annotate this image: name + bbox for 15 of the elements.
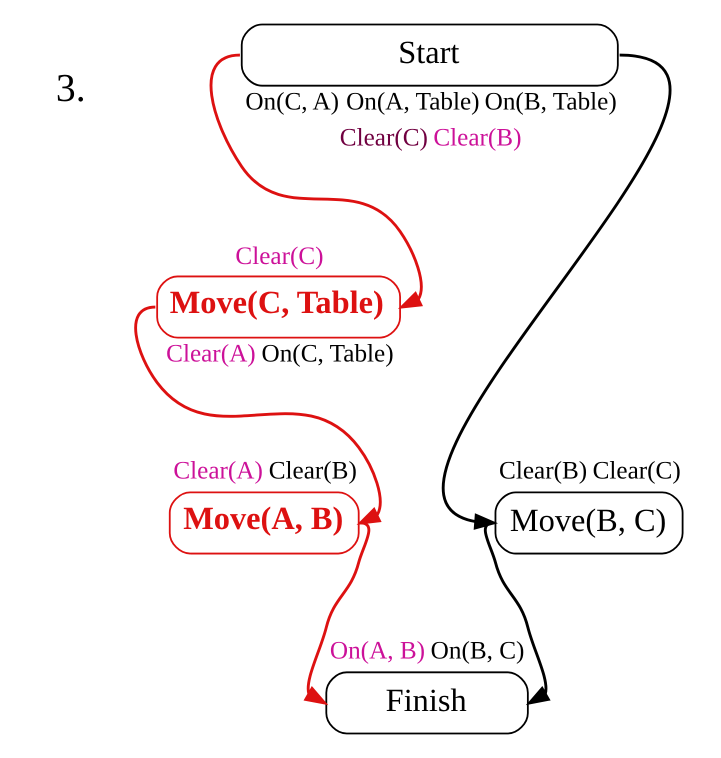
node-label: On(A, B) [330, 637, 426, 664]
label: 3. [56, 66, 86, 110]
node-label: On(B, Table) [484, 88, 617, 116]
node-label: Clear(B) [268, 457, 357, 484]
node-label: Clear(C) [235, 243, 324, 270]
node-label: On(C, Table) [262, 340, 394, 368]
node-label: Clear(B) [433, 124, 522, 152]
node-label: Clear(B) [499, 457, 588, 484]
node-label: Clear(C) [592, 457, 681, 484]
node-label: Clear(A) [173, 457, 263, 484]
node-label: On(B, C) [430, 637, 524, 664]
node-label: Clear(C) [340, 124, 428, 152]
node-label: Clear(A) [166, 340, 256, 368]
node-label: On(C, A) [245, 88, 340, 116]
node-label: On(A, Table) [346, 88, 480, 116]
